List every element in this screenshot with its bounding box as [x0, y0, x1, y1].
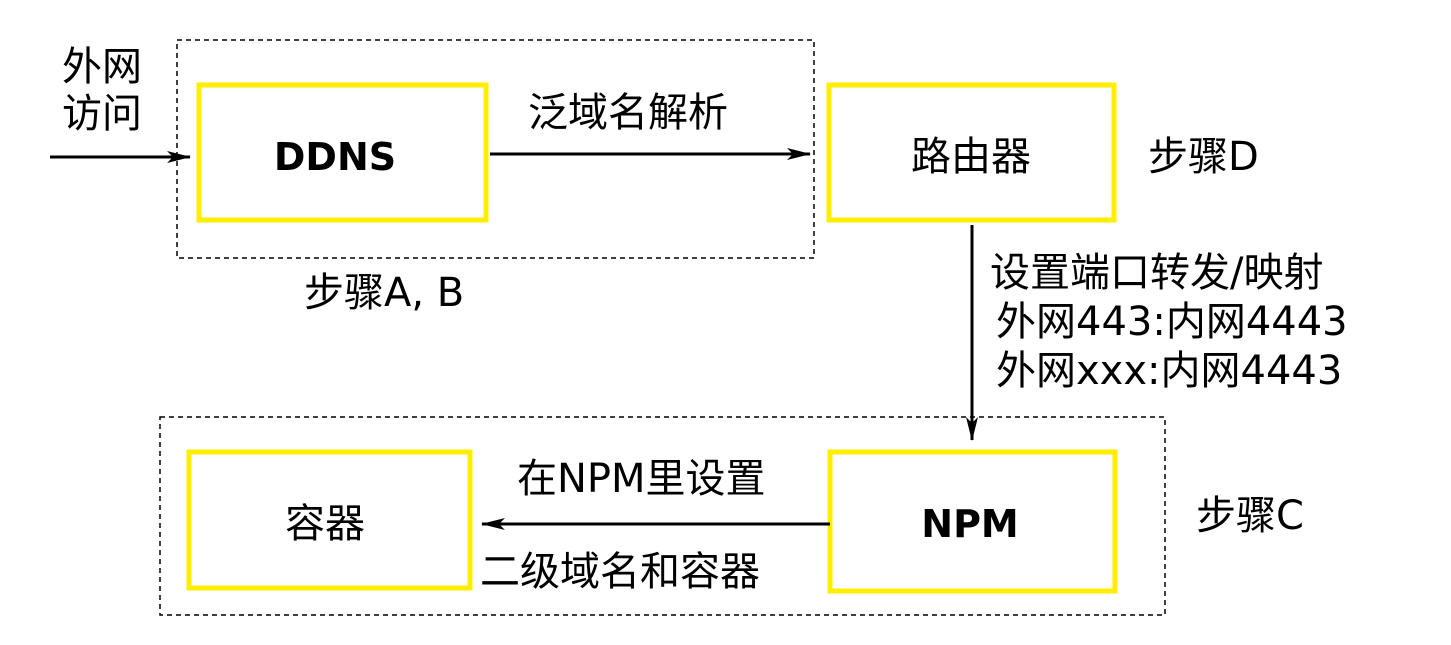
node-container-box: [186, 449, 473, 591]
node-npm-label: NPM: [921, 502, 1018, 546]
node-npm-box: [827, 449, 1118, 594]
node-router-box: [826, 82, 1117, 223]
label-wildcard-dns: 泛域名解析: [528, 90, 728, 136]
node-ddns-label: DDNS: [274, 135, 396, 179]
label-npm-config-line2: 二级域名和容器: [480, 549, 760, 595]
label-port-forward-line3: 外网xxx:内网4443: [996, 348, 1342, 394]
label-npm-config-line1: 在NPM里设置: [517, 456, 766, 502]
node-container: 容器: [186, 449, 473, 591]
group-ddns-dashed-border: [176, 39, 815, 259]
label-port-forward-line2: 外网443:内网4443: [996, 299, 1348, 345]
step-label-c: 步骤C: [1196, 493, 1304, 539]
node-ddns-box: [196, 82, 489, 223]
node-npm: NPM: [827, 449, 1118, 594]
node-router: 路由器: [826, 82, 1117, 223]
label-external-access-line1: 外网: [62, 44, 142, 90]
node-ddns: DDNS: [196, 82, 489, 223]
node-router-label: 路由器: [911, 134, 1031, 180]
label-external-access-line2: 访问: [62, 91, 142, 137]
step-label-ab: 步骤A, B: [304, 270, 464, 316]
label-port-forward-line1: 设置端口转发/映射: [990, 250, 1323, 296]
step-label-d: 步骤D: [1148, 134, 1259, 180]
node-container-label: 容器: [285, 501, 365, 547]
group-npm-dashed-border: [159, 416, 1166, 616]
